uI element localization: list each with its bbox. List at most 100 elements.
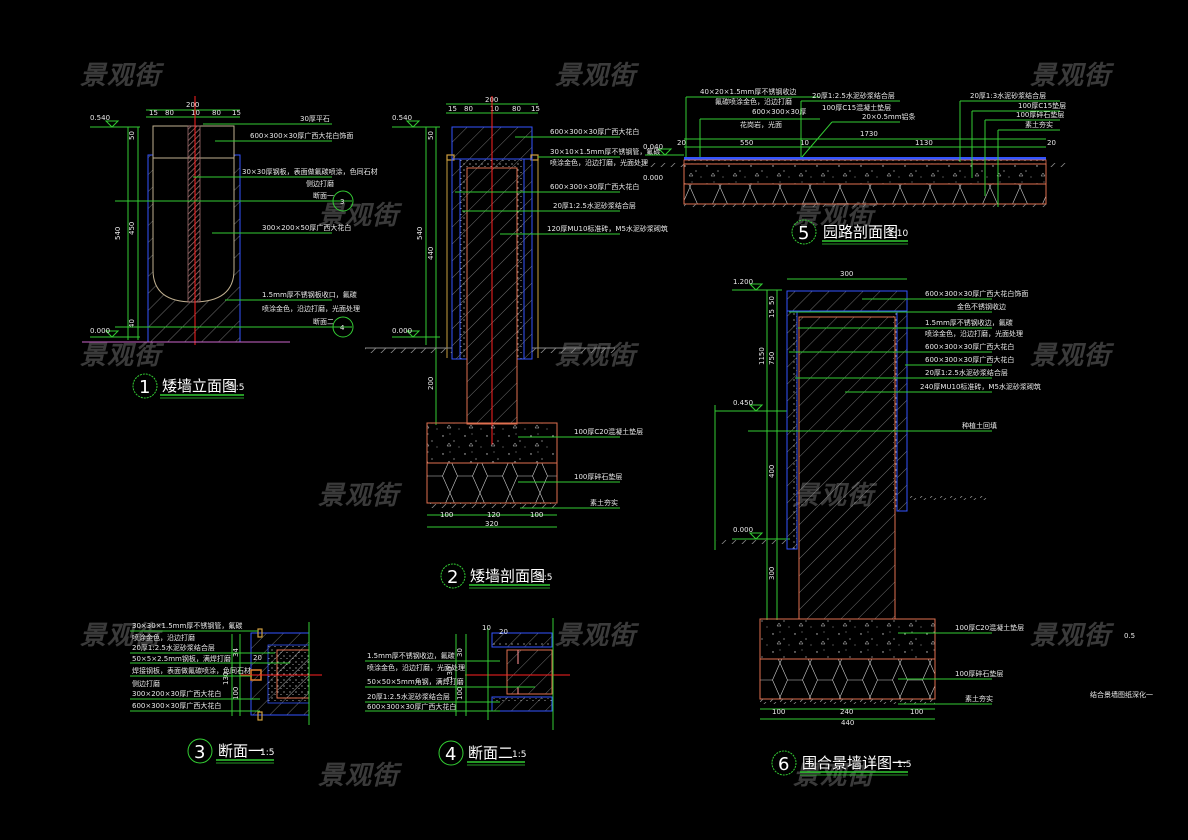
watermark: 景观街 bbox=[555, 341, 637, 371]
leader-label: 断面二 bbox=[313, 317, 334, 326]
watermark: 景观街 bbox=[80, 621, 162, 651]
dim: 100 bbox=[232, 687, 240, 700]
drawing-title: 园路剖面图 bbox=[823, 223, 898, 241]
dim-top: 15 bbox=[232, 109, 241, 117]
leader-label: 600×300×30厚 bbox=[752, 108, 806, 116]
watermark: 景观街 bbox=[1030, 621, 1112, 651]
leader-label: 焊接钢板，表面做氟碳喷涂，色同石材 bbox=[132, 666, 251, 675]
leader-label: 240厚MU10标准砖，M5水泥砂浆砌筑 bbox=[920, 382, 1041, 391]
callout-4: 4 bbox=[340, 324, 345, 332]
dim: 10 bbox=[800, 139, 809, 147]
leader-label: 100厚碎石垫层 bbox=[574, 472, 622, 481]
leader-label: 喷涂金色，沿边打磨，光面处理 bbox=[550, 158, 648, 167]
dim-side: 15 bbox=[768, 309, 776, 318]
dim-top: 300 bbox=[840, 270, 853, 278]
leader-label: 金色不锈钢收边 bbox=[957, 302, 1006, 311]
dim-top: 200 bbox=[186, 101, 199, 109]
dim-side: 400 bbox=[768, 465, 776, 478]
elevation-bottom: 0.000 bbox=[733, 526, 753, 534]
watermark: 景观街 bbox=[318, 761, 400, 791]
leader-label: 20厚1:2.5水泥砂浆结合层 bbox=[553, 201, 636, 210]
leader-label: 喷涂金色，沿边打磨，光面处理 bbox=[262, 304, 360, 313]
drawing-2-section: 0.540 0.000 540 440 50 200 200 15 80 10 … bbox=[365, 96, 668, 589]
leader-label: 1.5mm厚不锈钢收边，氟碳 bbox=[367, 651, 455, 660]
drawing-6-wall-detail: 1.200 0.450 0.000 50 15 1150 750 400 300… bbox=[714, 270, 1041, 776]
leader-label: 素土夯实 bbox=[1025, 120, 1053, 129]
dim: 130 bbox=[446, 667, 454, 680]
watermark: 景观街 bbox=[80, 61, 162, 91]
dim-top: 15 bbox=[149, 109, 158, 117]
drawing-number: 4 bbox=[445, 744, 456, 765]
leader-label: 50×5×2.5mm钢板，满焊打磨 bbox=[132, 654, 231, 663]
dim-side: 1150 bbox=[758, 347, 766, 365]
leader-label: 600×300×30厚广西大花白饰面 bbox=[250, 131, 353, 140]
leader-label: 侧边打磨 bbox=[306, 179, 334, 188]
dim-bottom: 240 bbox=[840, 708, 853, 716]
drawing-scale: 1:5 bbox=[512, 750, 526, 760]
leader-label: 20厚1:2.5水泥砂浆结合层 bbox=[132, 643, 215, 652]
leader-label: 氟碳喷涂金色，沿边打磨 bbox=[715, 97, 792, 106]
leader-label: 30×30厚钢板，表面做氟碳喷涂，色同石材 bbox=[242, 167, 378, 176]
dim-side: 200 bbox=[427, 377, 435, 390]
elevation-top: 0.540 bbox=[90, 114, 110, 122]
leader-label: 花岗岩，光面 bbox=[740, 120, 782, 129]
leader-label: 100厚C15垫层 bbox=[1018, 101, 1066, 110]
elevation-top: 0.540 bbox=[392, 114, 412, 122]
drawing-scale: 1:5 bbox=[260, 748, 274, 758]
leader-label: 30×30×1.5mm厚不锈钢管，氟碳 bbox=[132, 621, 242, 630]
leader-label: 20厚1:2.5水泥砂浆结合层 bbox=[925, 368, 1008, 377]
leader-label: 600×300×30厚广西大花白 bbox=[925, 342, 1014, 351]
dim: 34 bbox=[232, 648, 240, 657]
dim-top: 80 bbox=[464, 105, 473, 113]
dim: 20 bbox=[1047, 139, 1056, 147]
drawing-number: 2 bbox=[447, 567, 458, 588]
dim-top: 80 bbox=[512, 105, 521, 113]
dim-bottom: 440 bbox=[841, 719, 854, 727]
dim: 1730 bbox=[860, 130, 878, 138]
dim-top: 15 bbox=[531, 105, 540, 113]
dim-side: 50 bbox=[128, 131, 136, 140]
elevation-mid: 0.450 bbox=[733, 399, 753, 407]
dim-bottom: 100 bbox=[440, 511, 453, 519]
drawing-number: 3 bbox=[194, 742, 205, 763]
annotation: 0.5 bbox=[1124, 632, 1135, 640]
leader-label: 喷涂金色，沿边打磨，光面处理 bbox=[367, 663, 465, 672]
annotation: 结合景墙图纸深化一 bbox=[1090, 690, 1153, 699]
leader-label: 1.5mm厚不锈钢收边，氟碳 bbox=[925, 318, 1013, 327]
watermark: 景观街 bbox=[318, 201, 400, 231]
watermark: 景观街 bbox=[80, 341, 162, 371]
dim: 20 bbox=[677, 139, 686, 147]
leader-label: 100厚C20混凝土垫层 bbox=[574, 427, 643, 436]
leader-label: 20厚1:3水泥砂浆结合层 bbox=[970, 91, 1046, 100]
leader-label: 600×300×30厚广西大花白 bbox=[132, 701, 221, 710]
leader-label: 20厚1:2.5水泥砂浆结合层 bbox=[367, 692, 450, 701]
leader-label: 1.5mm厚不锈钢板收口，氟碳 bbox=[262, 290, 357, 299]
elevation-top: 0.040 bbox=[643, 143, 663, 151]
drawing-scale: 1:10 bbox=[888, 229, 908, 239]
elevation-bottom: 0.000 bbox=[90, 327, 110, 335]
dim-bottom: 120 bbox=[487, 511, 500, 519]
dim-side: 50 bbox=[768, 296, 776, 305]
watermark: 景观街 bbox=[1030, 341, 1112, 371]
dim: 10 bbox=[482, 624, 491, 632]
leader-label: 断面一 bbox=[313, 191, 334, 200]
drawing-title: 断面二 bbox=[468, 744, 513, 762]
leader-label: 20厚1:2.5水泥砂浆结合层 bbox=[812, 91, 895, 100]
watermark: 景观街 bbox=[793, 761, 875, 791]
leader-label: 300×200×30厚广西大花白 bbox=[132, 689, 221, 698]
leader-label: 40×20×1.5mm厚不锈钢收边 bbox=[700, 87, 796, 96]
leader-label: 600×300×30厚广西大花白饰面 bbox=[925, 289, 1028, 298]
dim-side: 40 bbox=[128, 319, 136, 328]
drawing-title: 矮墙立面图 bbox=[162, 377, 237, 395]
dim-top: 15 bbox=[448, 105, 457, 113]
leader-label: 100厚C15混凝土垫层 bbox=[822, 103, 891, 112]
dim: 20 bbox=[499, 628, 508, 636]
leader-label: 30×10×1.5mm厚不锈钢管，氟碳 bbox=[550, 147, 660, 156]
dim: 20 bbox=[253, 654, 262, 662]
leader-label: 50×50×5mm角钢，满焊打磨 bbox=[367, 677, 464, 686]
dim-bottom: 320 bbox=[485, 520, 498, 528]
leader-label: 600×300×30厚广西大花白 bbox=[550, 182, 639, 191]
drawing-title: 围合景墙详图一 bbox=[802, 754, 907, 772]
dim: 1130 bbox=[915, 139, 933, 147]
